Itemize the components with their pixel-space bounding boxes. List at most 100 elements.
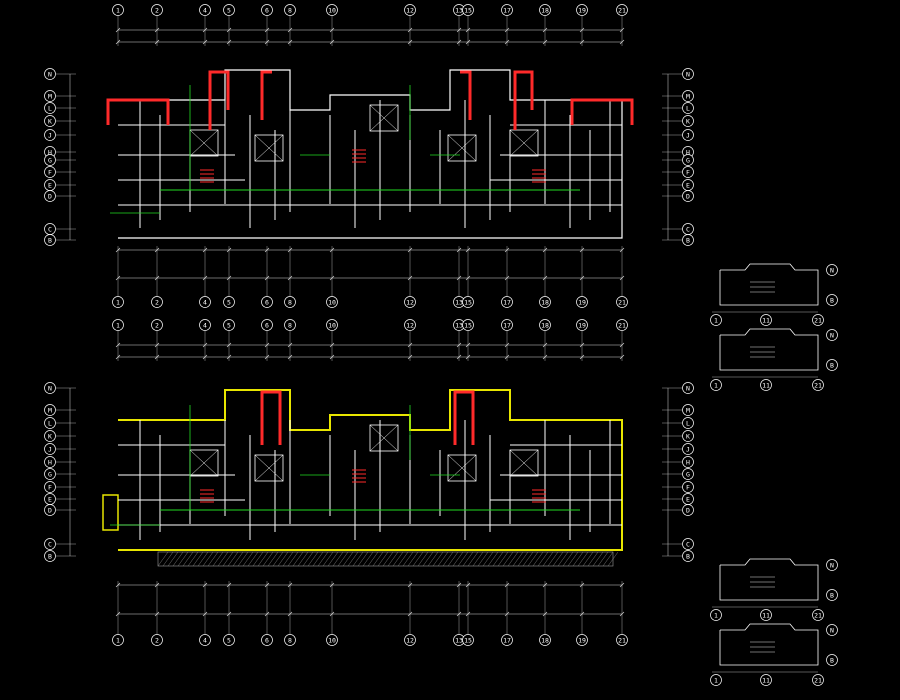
axis-bubble-label: 12 <box>406 321 414 329</box>
column-axis-2-bottom: 2 <box>151 634 163 646</box>
dimension-tick <box>287 342 293 348</box>
dimension-tick <box>579 354 585 360</box>
axis-bubble-circle <box>826 294 838 306</box>
axis-bubble-circle <box>199 4 211 16</box>
column-axis-6-top: 6 <box>261 4 273 16</box>
column-axis-17-bottom: 17 <box>501 634 513 646</box>
axis-bubble-label: 12 <box>406 6 414 14</box>
column-axis-4-top: 4 <box>199 319 211 331</box>
key-plan-axis-1: 1 <box>710 674 722 686</box>
axis-bubble-circle <box>404 634 416 646</box>
axis-bubble-label: N <box>830 331 834 339</box>
key-plan-axis-21: 21 <box>812 314 824 326</box>
axis-bubble-label: 19 <box>578 321 586 329</box>
axis-bubble-circle <box>261 634 273 646</box>
hatch-stroke <box>342 551 354 567</box>
lower-walls <box>102 389 623 567</box>
axis-bubble-circle <box>682 382 694 394</box>
axis-bubble-label: J <box>48 445 52 453</box>
column-axis-15-bottom: 15 <box>462 634 474 646</box>
hatch-stroke <box>167 551 179 567</box>
hatch-stroke <box>472 551 484 567</box>
balcony-outline <box>102 494 119 531</box>
row-axis-L-right: L <box>682 417 694 429</box>
dimension-tick <box>226 582 232 588</box>
axis-bubble-circle <box>326 634 338 646</box>
hatch-stroke <box>277 551 289 567</box>
axis-bubble-circle <box>812 674 824 686</box>
dimension-tick <box>619 247 625 253</box>
axis-bubble-circle <box>576 4 588 16</box>
dimension-tick <box>115 39 121 45</box>
core-cross <box>189 129 219 157</box>
row-axis-B-right: B <box>682 550 694 562</box>
hatch-stroke <box>597 551 609 567</box>
axis-bubble-circle <box>682 504 694 516</box>
column-axis-8-bottom: 8 <box>284 634 296 646</box>
dimension-tick <box>465 275 471 281</box>
axis-bubble-circle <box>326 319 338 331</box>
column-axis-4-top: 4 <box>199 4 211 16</box>
key-plan-outline <box>719 263 819 306</box>
axis-bubble-label: 11 <box>762 676 770 684</box>
core-cross <box>447 134 477 162</box>
axis-bubble-circle <box>539 296 551 308</box>
axis-bubble-label: N <box>830 266 834 274</box>
row-axis-L-left: L <box>44 417 56 429</box>
hatch-stroke <box>322 551 334 567</box>
row-axis-F-right: F <box>682 481 694 493</box>
column-axis-10-bottom: 10 <box>326 296 338 308</box>
hatch-stroke <box>192 551 204 567</box>
axis-bubble-circle <box>682 166 694 178</box>
core-cross <box>254 134 284 162</box>
hatch-stroke <box>377 551 389 567</box>
dimension-tick <box>287 27 293 33</box>
column-axis-21-bottom: 21 <box>616 296 628 308</box>
axis-bubble-label: C <box>48 540 52 548</box>
dimension-tick <box>264 247 270 253</box>
key-plan-outline <box>719 558 819 601</box>
hatch-stroke <box>402 551 414 567</box>
dimension-tick <box>202 582 208 588</box>
fire-device-marker <box>532 489 546 503</box>
core-cross <box>254 454 284 482</box>
hatch-stroke <box>582 551 594 567</box>
axis-bubble-circle <box>44 481 56 493</box>
axis-bubble-circle <box>44 234 56 246</box>
axis-bubble-label: 18 <box>541 6 549 14</box>
lower-dimension-lines <box>56 331 682 634</box>
axis-bubble-label: 5 <box>227 298 231 306</box>
dimension-tick <box>154 275 160 281</box>
axis-bubble-circle <box>44 68 56 80</box>
axis-bubble-label: B <box>48 552 52 560</box>
dimension-tick <box>202 275 208 281</box>
axis-bubble-circle <box>404 296 416 308</box>
hatch-stroke <box>257 551 269 567</box>
column-axis-12-bottom: 12 <box>404 634 416 646</box>
dimension-tick <box>542 342 548 348</box>
column-axis-5-top: 5 <box>223 4 235 16</box>
dimension-tick <box>115 247 121 253</box>
dimension-tick <box>287 247 293 253</box>
dimension-tick <box>202 342 208 348</box>
row-axis-K-left: K <box>44 115 56 127</box>
axis-bubble-label: 19 <box>578 636 586 644</box>
upper-dimension-lines <box>56 16 682 296</box>
hatch-stroke <box>177 551 189 567</box>
dimension-tick <box>226 275 232 281</box>
row-axis-E-left: E <box>44 179 56 191</box>
row-axis-E-right: E <box>682 179 694 191</box>
dimension-tick <box>542 247 548 253</box>
hatch-stroke <box>417 551 429 567</box>
fire-wall <box>260 390 282 445</box>
dimension-tick <box>202 611 208 617</box>
hatch-stroke <box>517 551 529 567</box>
key-plan-axis-1: 1 <box>710 314 722 326</box>
column-axis-1-bottom: 1 <box>112 634 124 646</box>
key-plan-axis-B: B <box>826 294 838 306</box>
axis-bubble-circle <box>284 296 296 308</box>
dimension-tick <box>115 342 121 348</box>
column-axis-15-top: 15 <box>462 319 474 331</box>
row-axis-F-left: F <box>44 166 56 178</box>
row-axis-E-left: E <box>44 493 56 505</box>
